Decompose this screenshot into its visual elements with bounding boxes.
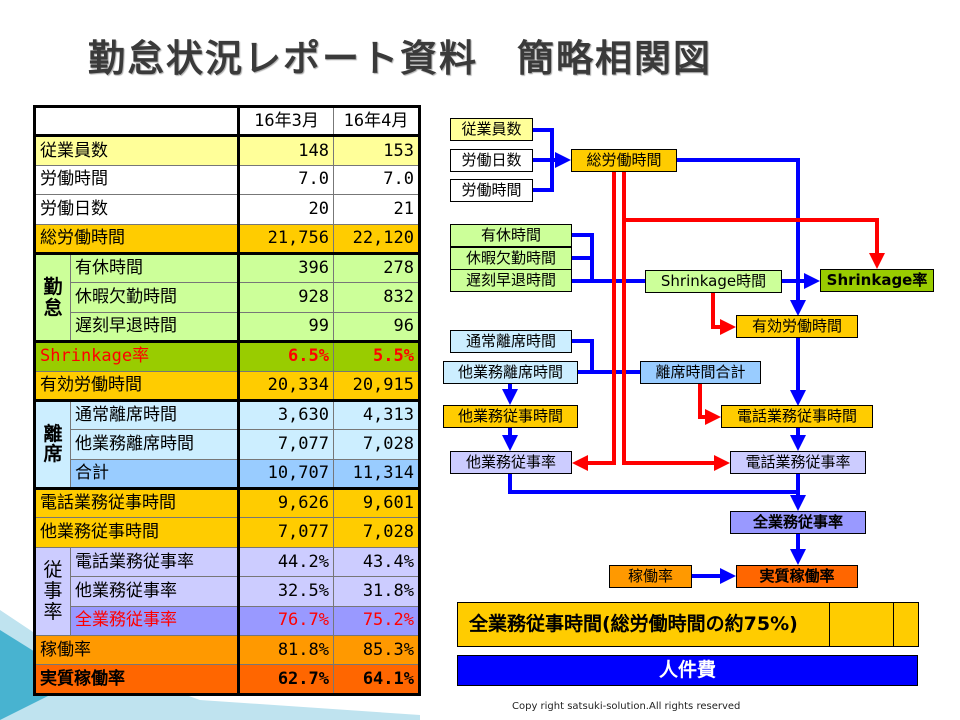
cell: 148 — [237, 134, 334, 166]
row-label: Shrinkage率 — [34, 340, 239, 372]
row-label: 電話業務従事率 — [70, 546, 239, 578]
group-label: 従事率 — [34, 546, 71, 637]
cell: 62.7% — [237, 664, 334, 695]
group-label: 離席 — [34, 398, 71, 490]
node-other-hours: 他業務従事時間 — [443, 405, 578, 428]
node-effective-hours: 有効労働時間 — [736, 315, 858, 338]
node-paid-leave: 有休時間 — [450, 224, 572, 247]
cell: 81.8% — [237, 635, 334, 666]
row-label: 有効労働時間 — [34, 370, 239, 401]
cell: 3,630 — [237, 398, 334, 431]
cell: 928 — [237, 282, 334, 313]
cell: 832 — [333, 282, 420, 313]
cell: 9,601 — [333, 487, 420, 519]
cell: 9,626 — [237, 487, 334, 519]
node-other-away: 他業務離席時間 — [443, 361, 578, 384]
cell: 7,028 — [333, 517, 420, 548]
row-label: 稼働率 — [34, 635, 239, 666]
node-work-hours: 労働時間 — [450, 179, 533, 202]
all-hours-bar-label: 全業務従事時間(総労働時間の約75%) — [469, 613, 798, 635]
row-label: 実質稼働率 — [34, 664, 239, 695]
cell: 7.0 — [333, 164, 420, 196]
node-absence: 休暇欠勤時間 — [450, 247, 572, 270]
cell: 7,077 — [237, 429, 334, 460]
node-normal-away: 通常離席時間 — [450, 330, 572, 353]
cell: 10,707 — [237, 458, 334, 490]
copyright: Copy right satsuki-solution.All rights r… — [512, 701, 741, 712]
node-real-operation-rate: 実質稼働率 — [736, 565, 858, 588]
node-all-rate: 全業務従事率 — [730, 511, 866, 534]
cell: 5.5% — [333, 340, 420, 372]
row-label: 他業務離席時間 — [70, 429, 239, 460]
row-label: 遅刻早退時間 — [70, 311, 239, 343]
node-work-days: 労働日数 — [450, 149, 533, 172]
cell: 20,915 — [333, 370, 420, 401]
node-shrinkage-hours: Shrinkage時間 — [645, 270, 782, 293]
node-operation-rate: 稼働率 — [609, 565, 692, 588]
cell: 20 — [237, 194, 334, 225]
node-shrinkage-rate: Shrinkage率 — [820, 269, 934, 292]
bar-divider — [893, 603, 894, 646]
node-other-rate: 他業務従事率 — [450, 451, 572, 474]
all-hours-bar: 全業務従事時間(総労働時間の約75%) — [457, 602, 919, 647]
row-label: 有休時間 — [70, 251, 239, 284]
cell: 32.5% — [237, 576, 334, 607]
cell: 7,028 — [333, 429, 420, 460]
cell: 43.4% — [333, 546, 420, 578]
cell: 396 — [237, 251, 334, 284]
row-label: 他業務従事時間 — [34, 517, 239, 548]
cell: 7.0 — [237, 164, 334, 196]
page-title: 勤怠状況レポート資料 簡略相関図 — [88, 37, 712, 80]
node-away-total: 離席時間合計 — [640, 361, 761, 384]
node-phone-rate: 電話業務従事率 — [730, 451, 866, 474]
row-label: 休暇欠勤時間 — [70, 282, 239, 313]
cell: 64.1% — [333, 664, 420, 695]
cell: 4,313 — [333, 398, 420, 431]
cell: 44.2% — [237, 546, 334, 578]
cell: 278 — [333, 251, 420, 284]
cell: 7,077 — [237, 517, 334, 548]
node-late-early: 遅刻早退時間 — [450, 269, 572, 292]
node-total-hours: 総労働時間 — [571, 149, 677, 172]
group-label: 勤怠 — [34, 251, 71, 343]
bar-divider — [829, 603, 830, 646]
row-label: 通常離席時間 — [70, 398, 239, 431]
cell: 31.8% — [333, 576, 420, 607]
node-employees: 従業員数 — [450, 118, 533, 141]
row-label: 総労働時間 — [34, 223, 239, 254]
column-header: 16年4月 — [333, 105, 420, 137]
labor-cost-bar: 人件費 — [457, 655, 918, 686]
node-phone-hours: 電話業務従事時間 — [721, 405, 873, 428]
cell: 6.5% — [237, 340, 334, 372]
